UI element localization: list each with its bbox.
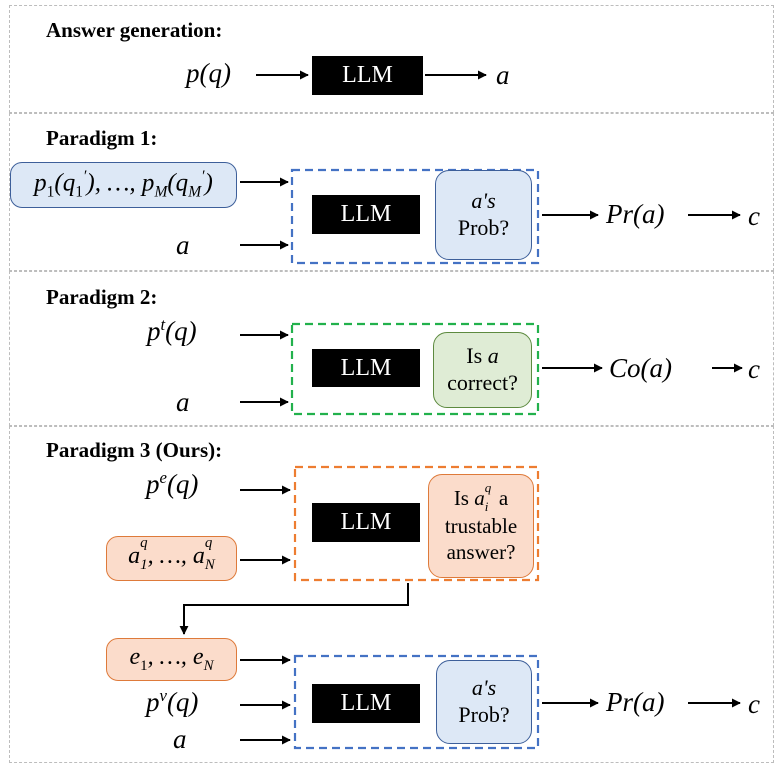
p3-connector xyxy=(179,583,409,635)
p3-input-prompt-e: pe(q) xyxy=(146,468,199,499)
p1-llm: LLM xyxy=(312,195,420,234)
panel-paradigm-2 xyxy=(9,271,774,426)
p3-final: c xyxy=(748,689,760,719)
p2-question-line2: correct? xyxy=(447,370,518,395)
paradigm-2-title: Paradigm 2: xyxy=(46,285,158,309)
p3-stage1-llm: LLM xyxy=(312,503,420,542)
p3-evidence: e1, …, eN xyxy=(106,638,237,681)
p3-stage2-llm: LLM xyxy=(312,684,420,723)
p1-question-line1: a's xyxy=(471,188,496,214)
answer-generation-title: Answer generation: xyxy=(46,18,223,42)
answer-generation-input: p(q) xyxy=(186,58,231,88)
p2-final: c xyxy=(748,354,760,384)
p3-input-answer: a xyxy=(173,724,187,754)
p1-input-answer: a xyxy=(176,230,190,260)
p3-input-prompt-v: pv(q) xyxy=(146,686,199,717)
paradigm-1-title: Paradigm 1: xyxy=(46,126,158,150)
p3-stage2-question-line1: a's xyxy=(471,675,497,701)
p3-stage2-question-line2: Prob? xyxy=(458,702,510,727)
p1-question-box: a's Prob? xyxy=(435,170,532,260)
p1-result: Pr(a) xyxy=(606,199,665,229)
p1-question-line2: Prob? xyxy=(457,215,510,240)
p2-input-prompt: pt(q) xyxy=(147,315,197,346)
p1-final: c xyxy=(748,201,760,231)
panel-answer-generation xyxy=(9,5,774,113)
p2-dashed-box xyxy=(290,322,540,416)
p2-question-line1: Is a xyxy=(466,343,499,369)
answer-generation-output: a xyxy=(496,60,510,90)
p3-result: Pr(a) xyxy=(606,687,665,717)
p3-stage2-dashed-box xyxy=(293,654,540,750)
p3-question-line3: answer? xyxy=(446,540,516,565)
panel-paradigm-1 xyxy=(9,113,774,271)
p1-dashed-box xyxy=(290,168,540,265)
p2-result: Co(a) xyxy=(609,353,672,383)
p3-stage1-dashed-box xyxy=(293,465,540,582)
panel-paradigm-3 xyxy=(9,426,774,763)
answer-generation-llm: LLM xyxy=(312,56,423,95)
p2-input-answer: a xyxy=(176,387,190,417)
p1-input-prompts: p1(q1′), …, pM(qM′) xyxy=(10,162,237,208)
p3-stage2-question-box: a's Prob? xyxy=(436,660,532,744)
p2-question-box: Is a correct? xyxy=(433,332,532,408)
paradigm-3-title: Paradigm 3 (Ours): xyxy=(46,438,223,462)
p3-question-line2: trustable xyxy=(444,514,518,539)
p2-llm: LLM xyxy=(312,349,420,387)
